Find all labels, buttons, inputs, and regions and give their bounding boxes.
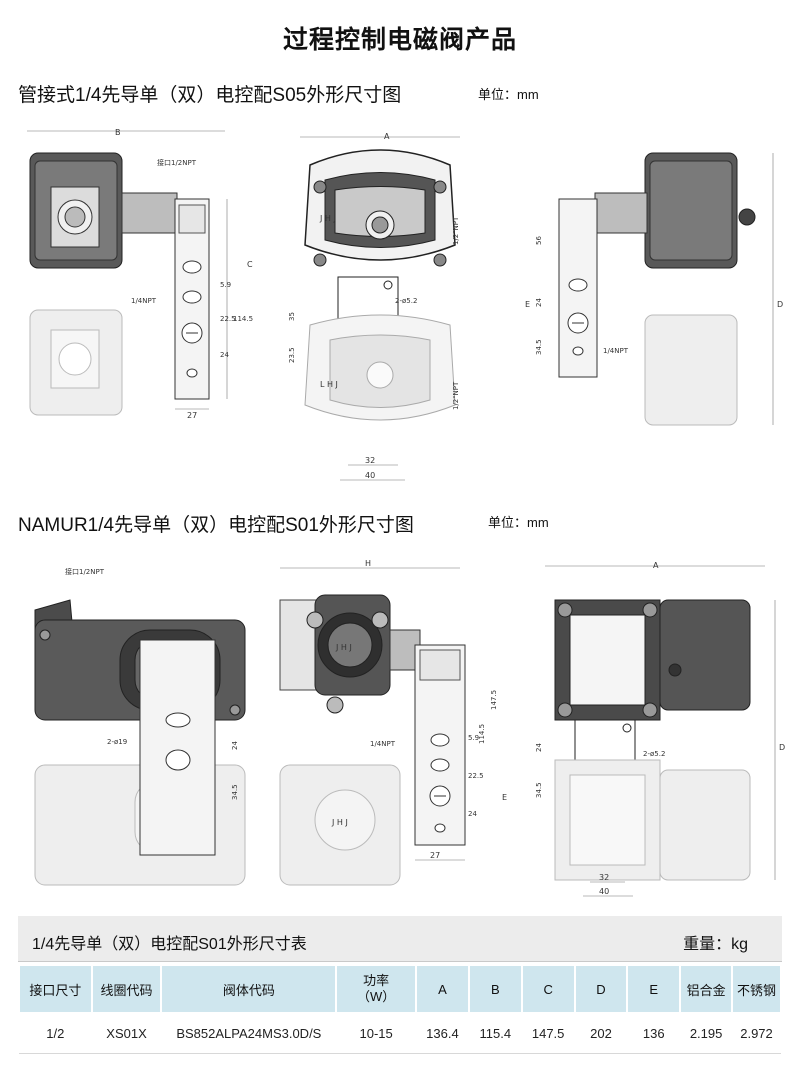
s2-mid-h: H xyxy=(365,560,371,568)
s2-right-24: 24 xyxy=(535,743,543,752)
s2-right-view: A 2-ø5.2 24 34.5 D 32 40 xyxy=(525,560,790,905)
s2-left-port: 接口1/2NPT xyxy=(65,567,105,576)
s2-middle-view: H J H J J H J 1/4NPT 5.9 22.5 114.5 147.… xyxy=(270,560,510,900)
s1-left-114-5: 114.5 xyxy=(233,315,253,323)
s1-left-view: B 接口1/2NPT 1/4NPT C 5.9 22.5 114.5 24 27 xyxy=(15,125,270,425)
spec-cell-d: 202 xyxy=(574,1013,628,1054)
spec-header-power: 功率 （W） xyxy=(335,964,417,1014)
s1-mid-23-5: 23.5 xyxy=(288,347,296,363)
spec-header-e: E xyxy=(626,964,682,1014)
s1-left-22-5: 22.5 xyxy=(220,315,236,323)
spec-header-d: D xyxy=(573,964,629,1014)
spec-cell-power: 10-15 xyxy=(336,1013,416,1054)
s2-mid-147-5: 147.5 xyxy=(490,690,498,710)
s1-mid-2-5-2: 2-ø5.2 xyxy=(395,297,417,305)
spec-header-aluminum: 铝合金 xyxy=(679,964,734,1014)
spec-cell-e: 136 xyxy=(627,1013,681,1054)
s1-mid-a: A xyxy=(384,132,390,141)
s1-right-56: 56 xyxy=(535,236,543,245)
s2-left-34-5: 34.5 xyxy=(231,784,239,800)
s1-left-b: B xyxy=(115,128,121,137)
s1-right-1-4npt: 1/4NPT xyxy=(603,347,629,355)
spec-cell-port: 1/2 xyxy=(19,1013,92,1054)
section2-unit: 单位：mm xyxy=(488,515,549,530)
s2-mid-5-9: 5.9 xyxy=(468,734,479,742)
s2-mid-22-5: 22.5 xyxy=(468,772,484,780)
s1-mid-jhj: J H J xyxy=(319,214,336,223)
spec-weight-unit: 重量：kg xyxy=(683,936,748,953)
s1-left-27: 27 xyxy=(187,411,197,420)
s2-left-24: 24 xyxy=(231,741,239,750)
spec-cell-steel: 2.972 xyxy=(732,1013,781,1054)
s2-right-2-5-2: 2-ø5.2 xyxy=(643,750,665,758)
s1-mid-32: 32 xyxy=(365,456,375,465)
s1-left-c: C xyxy=(247,260,253,269)
spec-title: 1/4先导单（双）电控配S01外形尺寸表 xyxy=(32,936,307,953)
section2-title: NAMUR1/4先导单（双）电控配S01外形尺寸图 xyxy=(18,515,414,536)
section1-title: 管接式1/4先导单（双）电控配S05外形尺寸图 xyxy=(18,85,402,106)
section1-unit: 单位：mm xyxy=(478,87,539,102)
s2-right-a: A xyxy=(653,561,659,570)
s2-mid-114-5: 114.5 xyxy=(478,724,486,744)
s1-right-24: 24 xyxy=(535,298,543,307)
s2-right-32: 32 xyxy=(599,873,609,882)
s1-right-d: D xyxy=(777,300,783,309)
table-row: 1/2 XS01X BS852ALPA24MS3.0D/S 10-15 136.… xyxy=(19,1013,781,1054)
s2-mid-jhj-low: J H J xyxy=(331,818,348,827)
s1-left-port: 接口1/2NPT xyxy=(157,158,197,167)
spec-header-coil: 线圈代码 xyxy=(90,964,163,1014)
s2-mid-jhj: J H J xyxy=(335,643,352,652)
s1-right-view: 56 24 E 34.5 1/4NPT D xyxy=(515,125,790,445)
spec-cell-b: 115.4 xyxy=(468,1013,522,1054)
s2-mid-24: 24 xyxy=(468,810,477,818)
s1-left-5-9: 5.9 xyxy=(220,281,231,289)
s1-right-34-5: 34.5 xyxy=(535,339,543,355)
s2-mid-e: E xyxy=(502,793,507,802)
spec-cell-coil: XS01X xyxy=(91,1013,162,1054)
spec-header-port: 接口尺寸 xyxy=(18,964,93,1014)
s2-right-34-5: 34.5 xyxy=(535,782,543,798)
spec-cell-aluminum: 2.195 xyxy=(680,1013,733,1054)
spec-header-row: 接口尺寸 线圈代码 阀体代码 功率 （W） A B C D E 铝合金 不锈钢 xyxy=(18,964,782,1014)
spec-header-body: 阀体代码 xyxy=(160,964,338,1014)
s1-mid-35: 35 xyxy=(288,312,296,321)
spec-cell-a: 136.4 xyxy=(415,1013,469,1054)
s2-mid-1-4npt: 1/4NPT xyxy=(370,740,396,748)
s1-mid-jhj-low: L H J xyxy=(320,380,338,389)
s1-right-e: E xyxy=(525,300,530,309)
s1-mid-40: 40 xyxy=(365,471,375,480)
spec-header-a: A xyxy=(414,964,470,1014)
spec-header-b: B xyxy=(467,964,523,1014)
spec-cell-c: 147.5 xyxy=(521,1013,575,1054)
s2-left-2-19: 2-ø19 xyxy=(107,738,127,746)
spec-table: 接口尺寸 线圈代码 阀体代码 功率 （W） A B C D E 铝合金 不锈钢 … xyxy=(18,964,782,1054)
s1-middle-view: A J H J 1/2"NPT 2-ø5.2 35 23.5 L H J 1/2… xyxy=(280,125,480,490)
s2-right-40: 40 xyxy=(599,887,609,896)
s1-mid-npt: 1/2"NPT xyxy=(452,216,460,245)
spec-header-c: C xyxy=(520,964,576,1014)
spec-header-steel: 不锈钢 xyxy=(731,964,782,1014)
page-title: 过程控制电磁阀产品 xyxy=(282,26,517,54)
s1-mid-npt-low: 1/2"NPT xyxy=(452,381,460,410)
spec-band: 1/4先导单（双）电控配S01外形尺寸表 重量：kg xyxy=(18,916,782,962)
s1-left-24: 24 xyxy=(220,351,229,359)
s2-left-view: 接口1/2NPT 2-ø19 24 34.5 xyxy=(15,560,265,900)
spec-cell-body: BS852ALPA24MS3.0D/S xyxy=(161,1013,337,1054)
s2-right-d: D xyxy=(779,743,785,752)
s1-left-1-4npt: 1/4NPT xyxy=(131,297,157,305)
s2-mid-27: 27 xyxy=(430,851,440,860)
